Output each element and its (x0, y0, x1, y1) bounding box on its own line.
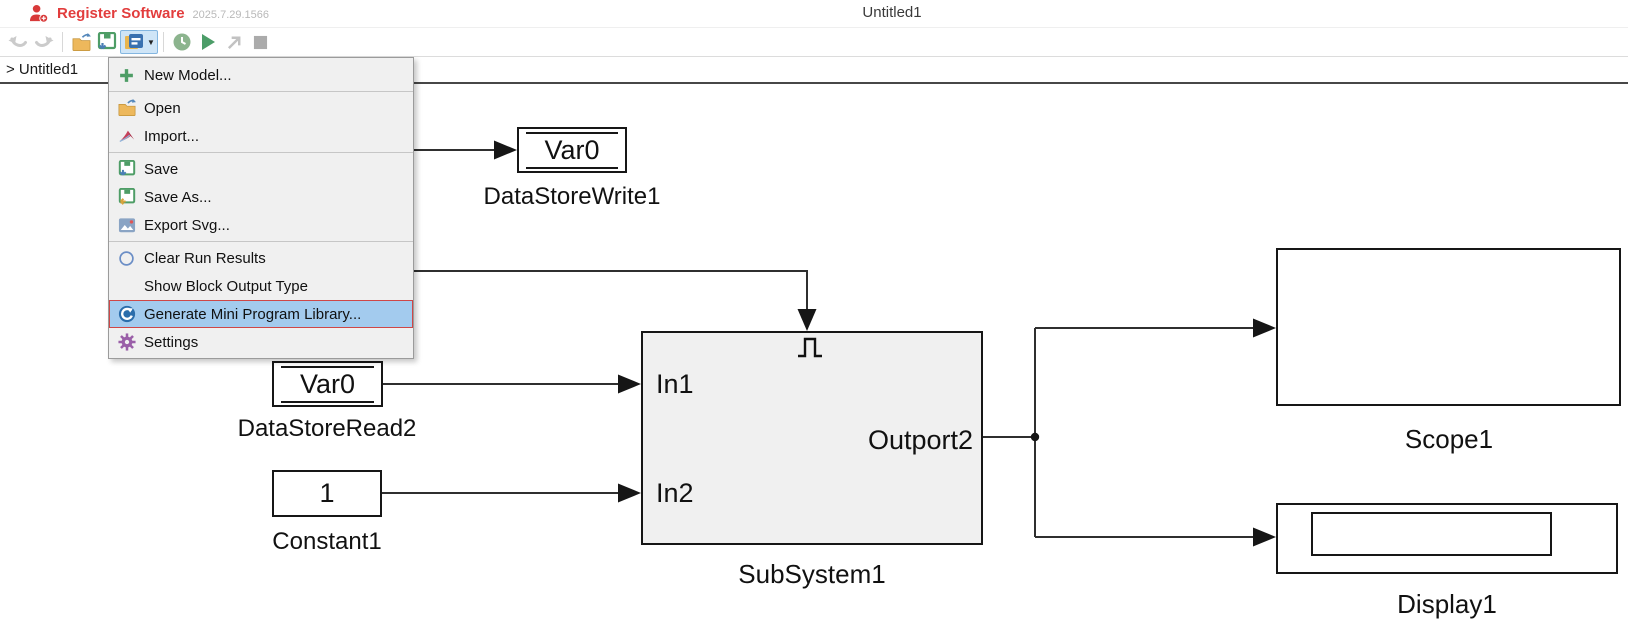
clock-icon (173, 33, 191, 51)
save-icon (97, 32, 117, 50)
menu-item-label: Open (144, 99, 181, 117)
block-label-subsystem1: SubSystem1 (738, 559, 886, 589)
redo-button[interactable] (31, 30, 57, 54)
title-bar: Register Software 2025.7.29.1566 Untitle… (0, 0, 1628, 27)
person-add-icon (29, 4, 49, 23)
app-name: Register Software (57, 5, 185, 22)
menu-item-label: Save (144, 160, 179, 178)
menu-separator (109, 152, 413, 153)
import-icon (116, 126, 137, 146)
block-label-display1: Display1 (1397, 589, 1497, 619)
datastore-variable: Var0 (281, 366, 374, 403)
menu-item-save-as[interactable]: Save As... (109, 183, 413, 211)
menu-item-export-svg[interactable]: Export Svg... (109, 211, 413, 239)
subsystem-port-in1: In1 (656, 369, 694, 399)
play-icon (202, 34, 215, 50)
menu-item-save[interactable]: Save (109, 155, 413, 183)
block-constant1[interactable]: 1 (272, 470, 382, 517)
menu-item-label: New Model... (144, 66, 232, 84)
gear-icon (116, 332, 137, 352)
block-datastorewrite1[interactable]: Var0 (517, 127, 627, 173)
menu-item-generate-mini-program-library[interactable]: Generate Mini Program Library... (109, 300, 413, 328)
menu-item-label: Settings (144, 333, 199, 351)
plus-icon (116, 65, 137, 85)
open-folder-icon (116, 98, 137, 118)
generate-library-icon (116, 304, 137, 324)
empty-icon-slot (116, 276, 137, 296)
history-button[interactable] (169, 30, 195, 54)
menu-item-new-model[interactable]: New Model... (109, 61, 413, 89)
run-button[interactable] (195, 30, 221, 54)
toolbar: ▼ (0, 27, 1628, 56)
datastore-variable: Var0 (526, 132, 618, 169)
constant-value: 1 (319, 478, 335, 508)
redo-icon (35, 36, 54, 47)
file-menu-icon (125, 34, 144, 49)
toolbar-separator (163, 32, 164, 52)
subsystem-port-outport2: Outport2 (867, 425, 973, 455)
menu-item-label: Show Block Output Type (144, 277, 308, 295)
breadcrumb[interactable]: > Untitled1 (6, 61, 79, 78)
file-dropdown-menu: New Model... Open Import... (108, 57, 414, 359)
block-subsystem1[interactable] (641, 331, 983, 545)
menu-item-label: Export Svg... (144, 216, 230, 234)
save-as-icon (116, 187, 137, 207)
save-icon (116, 159, 137, 179)
menu-item-clear-run-results[interactable]: Clear Run Results (109, 244, 413, 272)
menu-separator (109, 91, 413, 92)
menu-item-label: Generate Mini Program Library... (144, 305, 362, 323)
block-datastoreread2[interactable]: Var0 (272, 361, 383, 407)
toolbar-separator (62, 32, 63, 52)
menu-separator (109, 241, 413, 242)
app-version: 2025.7.29.1566 (192, 8, 270, 21)
menu-item-show-block-output-type[interactable]: Show Block Output Type (109, 272, 413, 300)
block-label-constant1: Constant1 (272, 528, 382, 555)
undo-icon (8, 36, 27, 47)
menu-item-open[interactable]: Open (109, 94, 413, 122)
circle-outline-icon (116, 248, 137, 268)
stop-button[interactable] (247, 30, 273, 54)
open-folder-icon (72, 32, 91, 51)
document-title: Untitled1 (862, 4, 922, 21)
open-button[interactable] (68, 30, 94, 54)
subsystem-port-in2: In2 (656, 478, 694, 508)
menu-item-label: Import... (144, 127, 200, 145)
menu-item-settings[interactable]: Settings (109, 328, 413, 356)
block-scope1[interactable] (1276, 248, 1621, 406)
chevron-down-icon: ▼ (147, 37, 155, 47)
block-label-scope1: Scope1 (1404, 424, 1494, 454)
display-value-field (1311, 512, 1552, 556)
trigger-pulse-icon (798, 337, 822, 358)
menu-item-label: Clear Run Results (144, 249, 266, 267)
block-display1[interactable] (1276, 503, 1618, 574)
block-label-datastoreread2: DataStoreRead2 (237, 415, 417, 442)
save-button[interactable] (94, 30, 120, 54)
block-label-datastorewrite1: DataStoreWrite1 (483, 183, 661, 210)
file-menu-button[interactable]: ▼ (120, 30, 158, 54)
step-out-button[interactable] (221, 30, 247, 54)
stop-square-icon (253, 35, 267, 49)
menu-item-import[interactable]: Import... (109, 122, 413, 150)
export-image-icon (116, 215, 137, 235)
undo-button[interactable] (5, 30, 31, 54)
menu-item-label: Save As... (144, 188, 212, 206)
arrow-up-right-icon (227, 36, 240, 49)
